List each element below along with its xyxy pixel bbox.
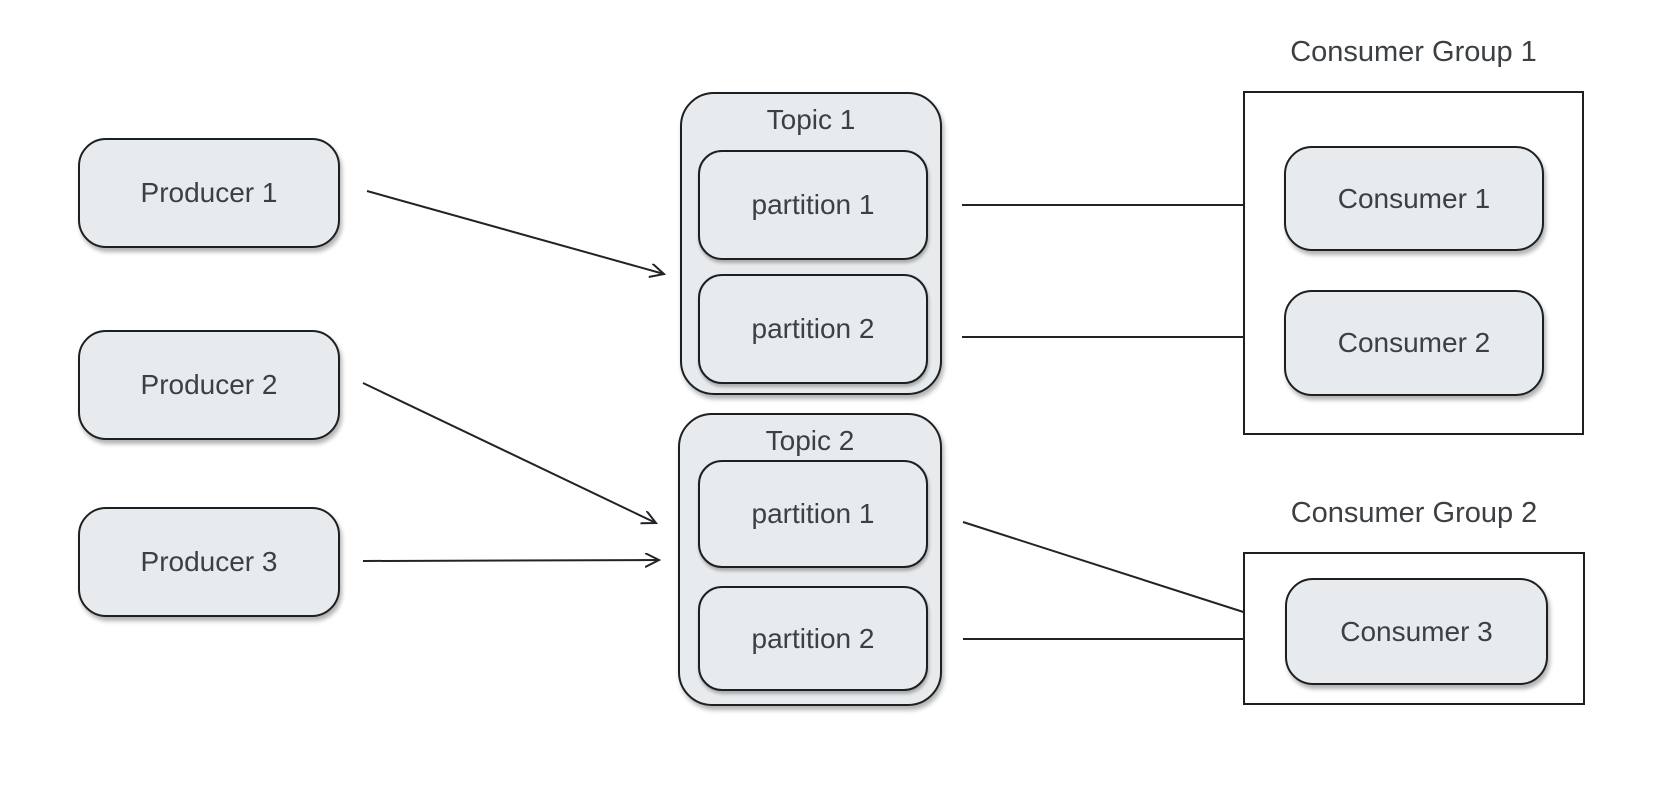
topic-2-title: Topic 2 bbox=[765, 425, 855, 456]
topic-2-partition-2-label: partition 2 bbox=[751, 622, 875, 654]
arrow-producer-2-to-topic-2 bbox=[362, 382, 656, 523]
consumer-1-node: Consumer 1 bbox=[1284, 146, 1544, 251]
topic-1-title: Topic 1 bbox=[766, 104, 856, 135]
producer-2-node: Producer 2 bbox=[78, 330, 340, 440]
producer-3-label: Producer 3 bbox=[140, 546, 278, 577]
topic-2-partition-1-label: partition 1 bbox=[751, 498, 875, 529]
consumer-group-1-frame: Consumer 1 Consumer 2 bbox=[1243, 91, 1584, 435]
consumer-group-1-title: Consumer Group 1 bbox=[1290, 36, 1537, 68]
consumer-3-node: Consumer 3 bbox=[1285, 578, 1548, 685]
producer-1-node: Producer 1 bbox=[78, 138, 340, 248]
consumer-1-label: Consumer 1 bbox=[1337, 182, 1491, 214]
arrow-topic-2-partition-1-to-consumer-3 bbox=[962, 521, 1259, 617]
consumer-2-label: Consumer 2 bbox=[1337, 327, 1491, 358]
topic-2-container: Topic 2 partition 1 partition 2 bbox=[678, 413, 942, 706]
consumer-2-node: Consumer 2 bbox=[1284, 290, 1544, 396]
topic-1-container: Topic 1 partition 1 partition 2 bbox=[680, 92, 942, 395]
consumer-3-label: Consumer 3 bbox=[1340, 615, 1493, 647]
producer-3-node: Producer 3 bbox=[78, 507, 340, 617]
topic-1-partition-2-node: partition 2 bbox=[698, 274, 928, 384]
topic-1-partition-1-label: partition 1 bbox=[751, 189, 875, 220]
topic-1-partition-1-node: partition 1 bbox=[698, 150, 928, 260]
arrow-producer-3-to-topic-2 bbox=[362, 560, 659, 561]
consumer-group-2-frame: Consumer 3 bbox=[1243, 552, 1585, 705]
topic-2-partition-2-node: partition 2 bbox=[698, 586, 928, 691]
topic-2-partition-1-node: partition 1 bbox=[698, 460, 928, 568]
arrow-producer-1-to-topic-1 bbox=[366, 190, 664, 274]
producer-1-label: Producer 1 bbox=[140, 177, 278, 208]
producer-2-label: Producer 2 bbox=[140, 369, 278, 400]
consumer-group-2-title: Consumer Group 2 bbox=[1290, 497, 1538, 529]
topic-1-partition-2-label: partition 2 bbox=[751, 313, 875, 344]
